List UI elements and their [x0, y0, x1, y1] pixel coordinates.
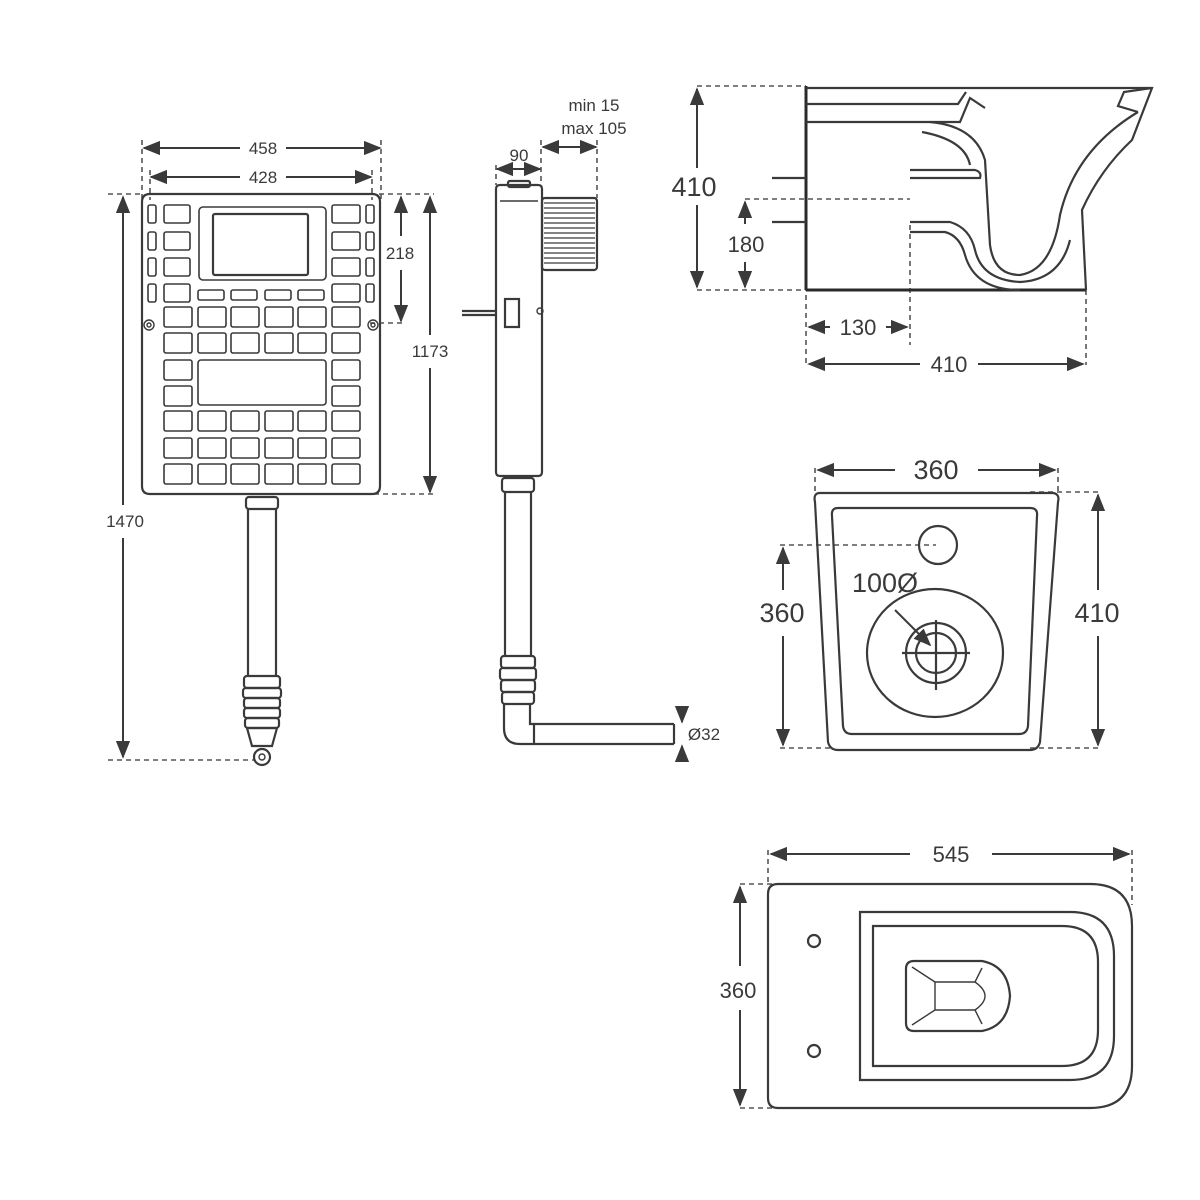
grid-cell [264, 437, 294, 459]
grid-cell [147, 204, 157, 224]
grid-cell [331, 306, 361, 328]
grid-cell [197, 437, 227, 459]
grid-cell [297, 437, 327, 459]
dim-pan-height: 410 [671, 172, 716, 202]
grid-cell [197, 306, 227, 328]
grid-cell [230, 410, 260, 432]
dim-total-height: 1470 [106, 512, 144, 531]
grid-cell [230, 437, 260, 459]
grid-cell [331, 410, 361, 432]
grid-cell [297, 289, 325, 301]
grid-cell [331, 332, 361, 354]
grid-cell [365, 283, 375, 303]
grid-cell [297, 463, 327, 485]
grid-cell [147, 283, 157, 303]
dim-seat-width: 360 [720, 978, 757, 1003]
dim-seat-length: 545 [933, 842, 970, 867]
grid-cell [297, 410, 327, 432]
dim-outer-width: 458 [249, 139, 277, 158]
grid-cell [197, 289, 225, 301]
grid-cell [230, 289, 258, 301]
grid-cell [365, 257, 375, 277]
grid-cell [163, 231, 191, 251]
grid-cell [230, 332, 260, 354]
dim-pan-top-depth: 410 [1074, 598, 1119, 628]
dim-window-height: 218 [386, 244, 414, 263]
grid-cell [163, 385, 193, 407]
seat-top-view: 545 360 [720, 842, 1134, 1110]
grid-cell [197, 410, 227, 432]
dim-adjust-min: min 15 [568, 96, 619, 115]
pan-side-view: 410 180 130 410 [671, 85, 1154, 377]
grid-cell [163, 283, 191, 303]
grid-cell [264, 463, 294, 485]
pan-top-view: 360 410 360 100Ø [759, 455, 1120, 752]
grid-cell [331, 463, 361, 485]
grid-cell [365, 204, 375, 224]
grid-cell [230, 306, 260, 328]
grid-cell [331, 257, 361, 277]
dim-inner-width: 428 [249, 168, 277, 187]
dim-frame-height: 1173 [412, 342, 449, 361]
dim-outlet-offset: 130 [840, 315, 877, 340]
dim-outlet-height: 180 [728, 232, 765, 257]
grid-cell [331, 359, 361, 381]
grid-cell [264, 289, 292, 301]
grid-cell [197, 332, 227, 354]
dim-depth-90: 90 [510, 146, 529, 165]
grid-cell [230, 463, 260, 485]
grid-cell [297, 332, 327, 354]
grid-cell [331, 231, 361, 251]
grid-cell [163, 437, 193, 459]
cistern-grid [147, 204, 375, 485]
grid-cell [147, 231, 157, 251]
grid-cell [163, 332, 193, 354]
dim-pan-depth: 410 [931, 352, 968, 377]
grid-cell [331, 385, 361, 407]
grid-cell [331, 204, 361, 224]
grid-cell [163, 204, 191, 224]
grid-cell [264, 410, 294, 432]
grid-cell [264, 306, 294, 328]
dim-outlet-diameter: 100Ø [852, 568, 918, 598]
grid-cell [365, 231, 375, 251]
cistern-side-view: 90 min 15 max 105 Ø32 [462, 96, 720, 763]
grid-cell [197, 463, 227, 485]
cistern-front-view: 458 428 218 1173 1470 [106, 139, 449, 767]
grid-cell [163, 410, 193, 432]
grid-cell [297, 306, 327, 328]
grid-cell [331, 283, 361, 303]
dim-adjust-max: max 105 [561, 119, 626, 138]
grid-cell [163, 306, 193, 328]
dim-pipe-diameter: Ø32 [688, 725, 720, 744]
grid-cell [163, 359, 193, 381]
grid-cell [264, 332, 294, 354]
grid-cell [147, 257, 157, 277]
grid-cell [163, 463, 193, 485]
button-mechanism-hatch [544, 202, 595, 264]
grid-cell [331, 437, 361, 459]
grid-cell [163, 257, 191, 277]
dim-outlet-center: 360 [759, 598, 804, 628]
dim-pan-width: 360 [913, 455, 958, 485]
